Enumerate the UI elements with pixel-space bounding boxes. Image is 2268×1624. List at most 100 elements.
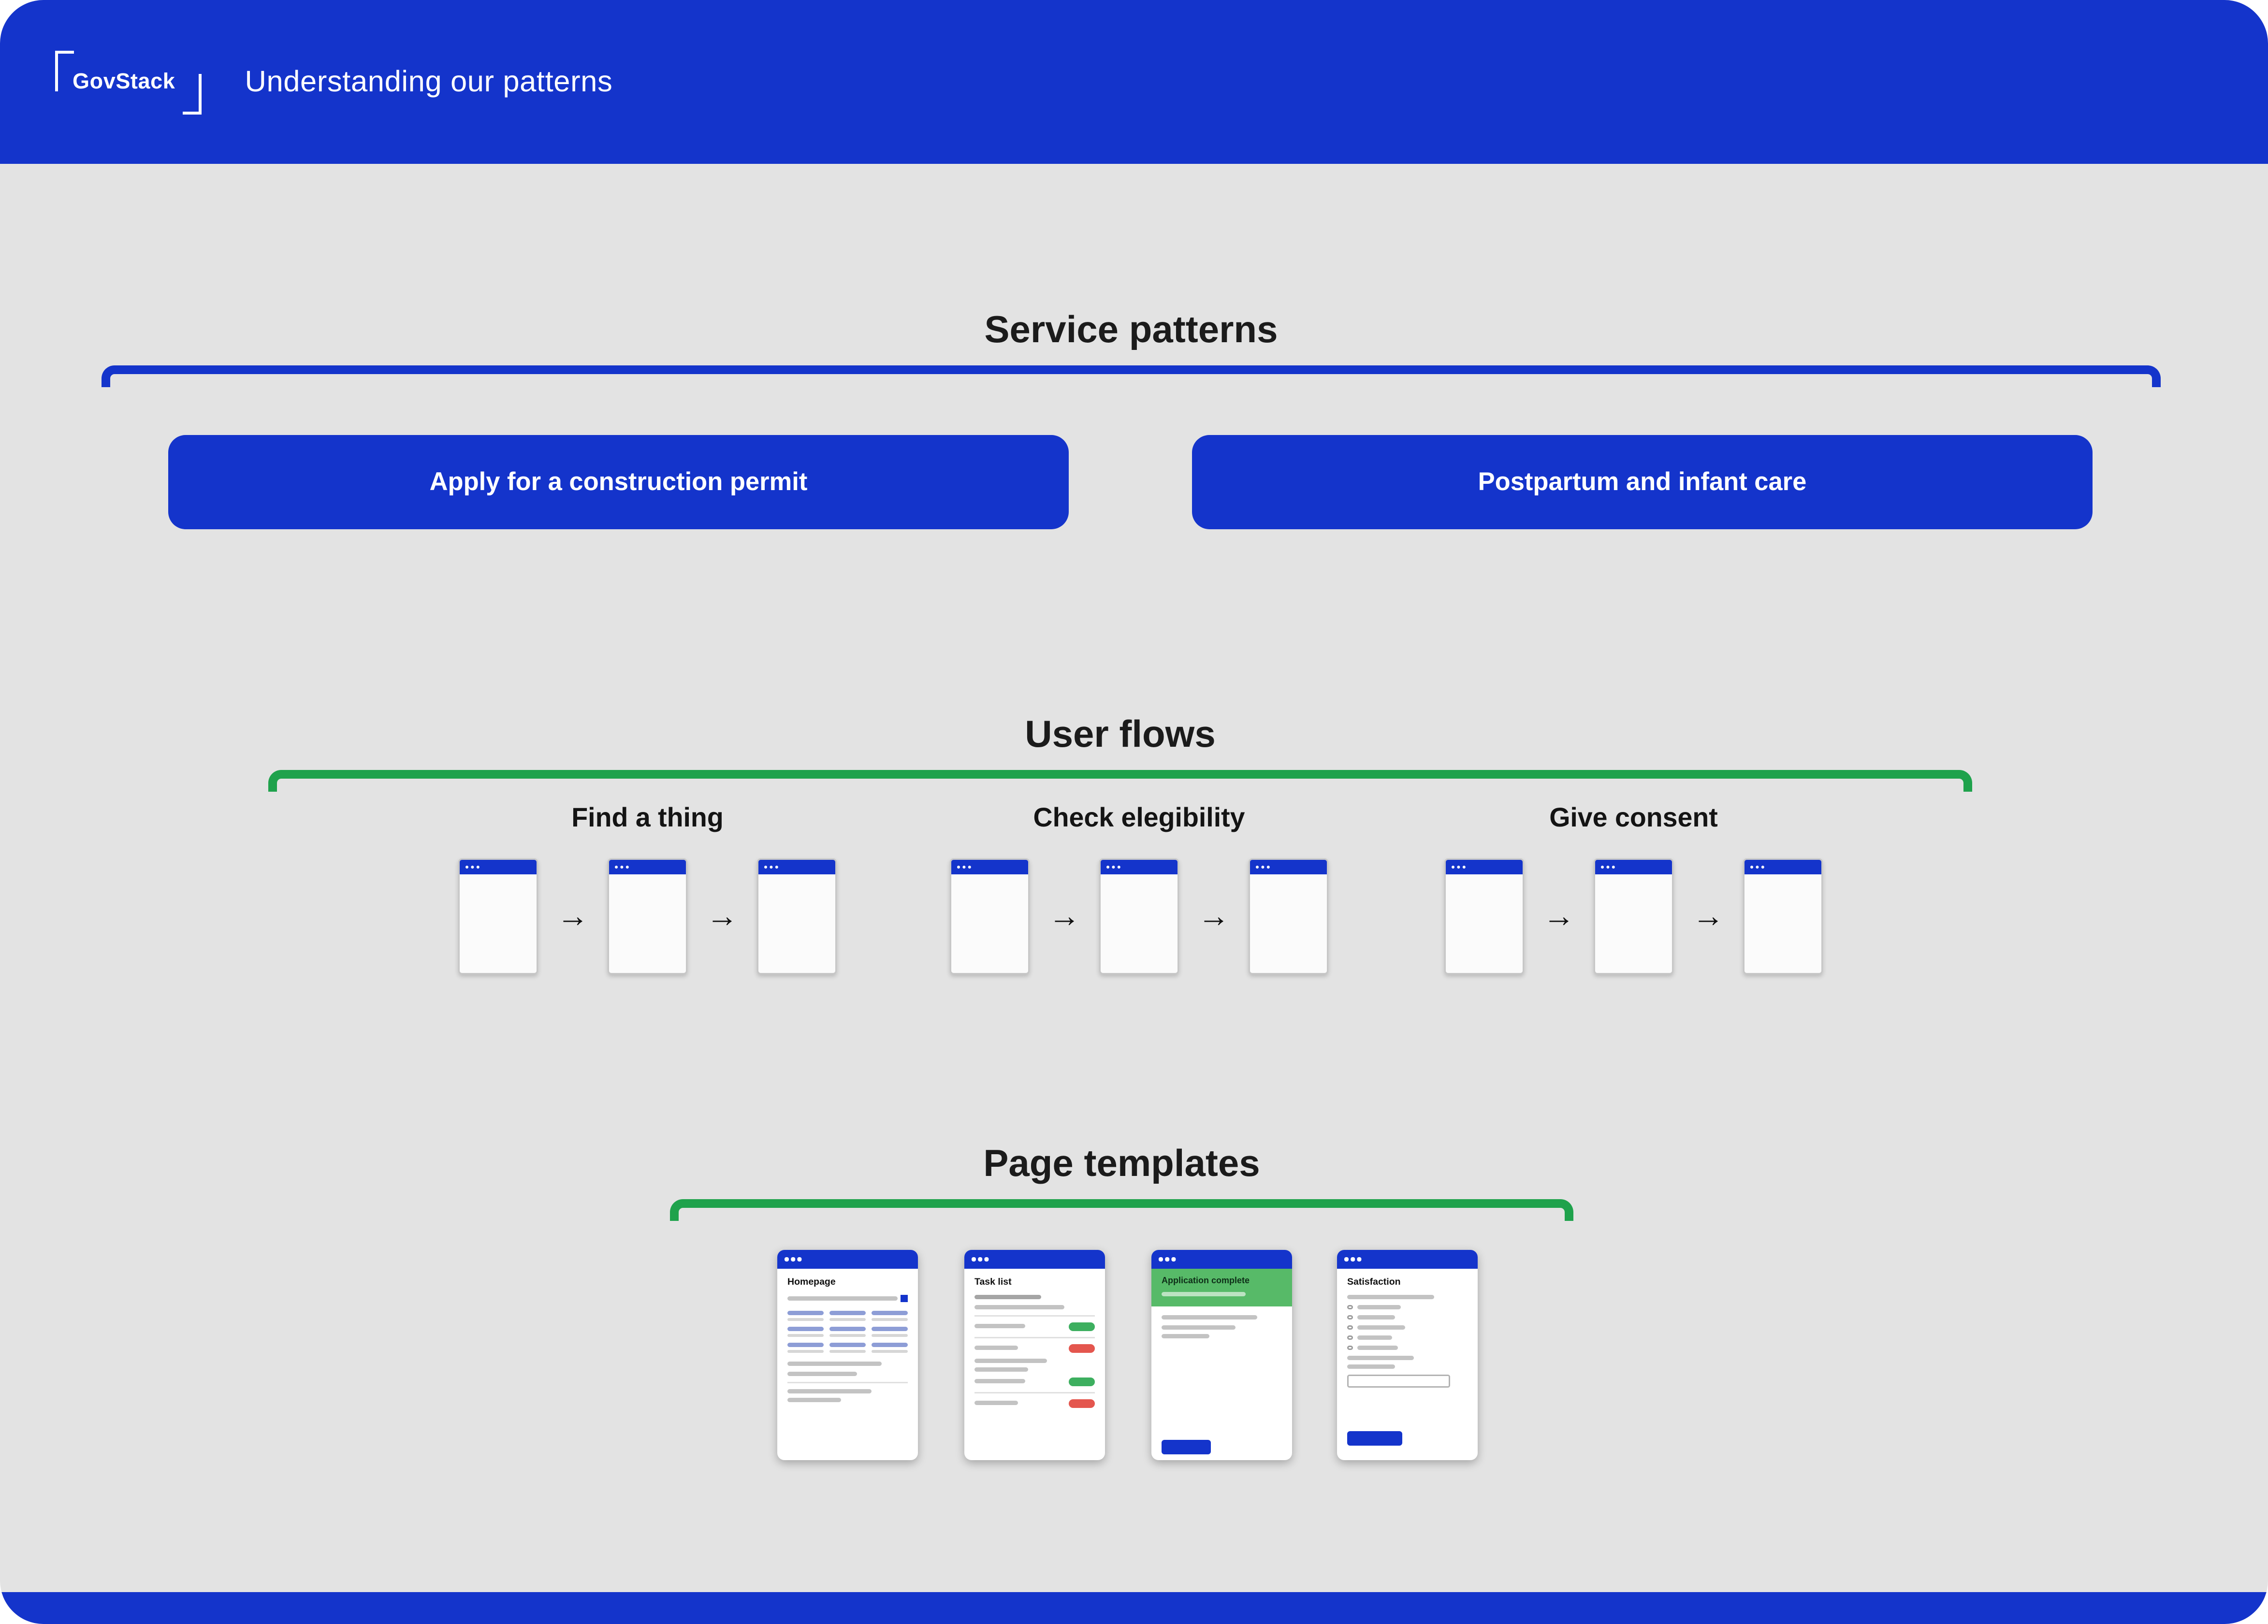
flow-steps: → → [950, 858, 1328, 974]
flow-steps: → → [458, 858, 837, 974]
skeleton-line [829, 1334, 866, 1337]
template-card-task-list: Task list [964, 1250, 1105, 1460]
window-dots-icon [785, 1257, 788, 1262]
browser-bar [609, 860, 686, 874]
task-row [974, 1343, 1095, 1352]
status-badge-green [1069, 1377, 1095, 1386]
grid-cell [829, 1311, 866, 1321]
skeleton-line [974, 1295, 1041, 1299]
screen-thumbnail [950, 858, 1030, 974]
skeleton-line [787, 1296, 898, 1301]
template-content [1151, 1306, 1292, 1460]
skeleton-line [829, 1350, 866, 1353]
skeleton-line [787, 1311, 824, 1315]
screen-thumbnail [757, 858, 837, 974]
text-input [1347, 1375, 1450, 1389]
grid-cell [787, 1311, 824, 1321]
task-row [974, 1321, 1095, 1331]
template-card-homepage: Homepage [777, 1250, 918, 1460]
browser-bar [1745, 860, 1821, 874]
skeleton-line [872, 1327, 908, 1331]
radio-icon [1347, 1314, 1352, 1320]
window-dots-icon [1452, 865, 1455, 869]
success-banner: Application complete [1151, 1269, 1292, 1306]
submit-button [1347, 1431, 1402, 1446]
flow-label: Find a thing [571, 802, 724, 832]
skeleton-line [829, 1343, 866, 1347]
skeleton-line [974, 1401, 1018, 1405]
browser-bar [1446, 860, 1523, 874]
pattern-button-construction-permit[interactable]: Apply for a construction permit [168, 435, 1069, 529]
skeleton-line [787, 1350, 824, 1353]
template-title: Homepage [787, 1277, 836, 1288]
browser-bar [1595, 860, 1672, 874]
primary-button [1162, 1440, 1211, 1454]
skeleton-line [974, 1304, 1065, 1309]
radio-option [1347, 1345, 1468, 1351]
user-flows-heading: User flows [1025, 712, 1216, 755]
browser-bar [1250, 860, 1327, 874]
header: GovStack Understanding our patterns [0, 0, 2268, 164]
skeleton-line [787, 1343, 824, 1347]
template-content: Satisfaction [1337, 1269, 1478, 1460]
grid-cell [872, 1327, 908, 1337]
radio-icon [1347, 1304, 1352, 1310]
skeleton-line [1356, 1325, 1405, 1330]
arrow-right-icon: → [706, 898, 738, 934]
status-badge-red [1069, 1398, 1095, 1407]
progress-bar [787, 1295, 908, 1302]
browser-bar [460, 860, 537, 874]
arrow-right-icon: → [1198, 898, 1230, 934]
screen-thumbnail [458, 858, 538, 974]
skeleton-line [829, 1327, 866, 1331]
skeleton-line [1162, 1292, 1246, 1296]
arrow-right-icon: → [1048, 898, 1080, 934]
browser-bar [758, 860, 835, 874]
template-title: Task list [974, 1277, 1012, 1288]
screen-thumbnail [1743, 858, 1823, 974]
skeleton-line [974, 1379, 1025, 1383]
status-badge-green [1069, 1321, 1095, 1331]
radio-icon [1347, 1325, 1352, 1330]
skeleton-line [787, 1371, 858, 1376]
arrow-right-icon: → [1692, 898, 1724, 934]
flow-give-consent: Give consent → → [1444, 802, 1823, 974]
radio-option [1347, 1335, 1468, 1341]
window-dots-icon [1344, 1257, 1348, 1262]
page-templates-bracket [670, 1199, 1573, 1221]
flow-label: Check elegibility [1033, 802, 1245, 832]
grid-cell [872, 1311, 908, 1321]
skeleton-line [1162, 1324, 1236, 1329]
grid-cell [829, 1343, 866, 1353]
skeleton-line [872, 1334, 908, 1337]
browser-bar [1101, 860, 1178, 874]
skeleton-line [872, 1311, 908, 1315]
grid-cell [872, 1343, 908, 1353]
skeleton-line [829, 1318, 866, 1321]
radio-icon [1347, 1345, 1352, 1351]
screen-thumbnail [1099, 858, 1179, 974]
template-title: Satisfaction [1347, 1277, 1401, 1288]
skeleton-line [787, 1334, 824, 1337]
skeleton-line [787, 1362, 882, 1366]
page-title: Understanding our patterns [245, 64, 613, 98]
window-dots-icon [1159, 1257, 1163, 1262]
divider [974, 1336, 1095, 1338]
skeleton-line [787, 1398, 842, 1402]
window-dots-icon [957, 865, 960, 869]
task-row [974, 1398, 1095, 1407]
skeleton-line [1347, 1295, 1434, 1299]
divider [787, 1381, 908, 1383]
radio-option [1347, 1304, 1468, 1310]
radio-option [1347, 1314, 1468, 1320]
window-dots-icon [1106, 865, 1110, 869]
browser-bar [1151, 1250, 1292, 1269]
screen-thumbnail [1249, 858, 1328, 974]
browser-bar [777, 1250, 918, 1269]
divider [974, 1314, 1095, 1316]
skeleton-line [974, 1346, 1018, 1350]
pattern-button-postpartum-care[interactable]: Postpartum and infant care [1192, 435, 2093, 529]
skeleton-line [872, 1318, 908, 1321]
skeleton-line [787, 1318, 824, 1321]
screen-thumbnail [608, 858, 687, 974]
